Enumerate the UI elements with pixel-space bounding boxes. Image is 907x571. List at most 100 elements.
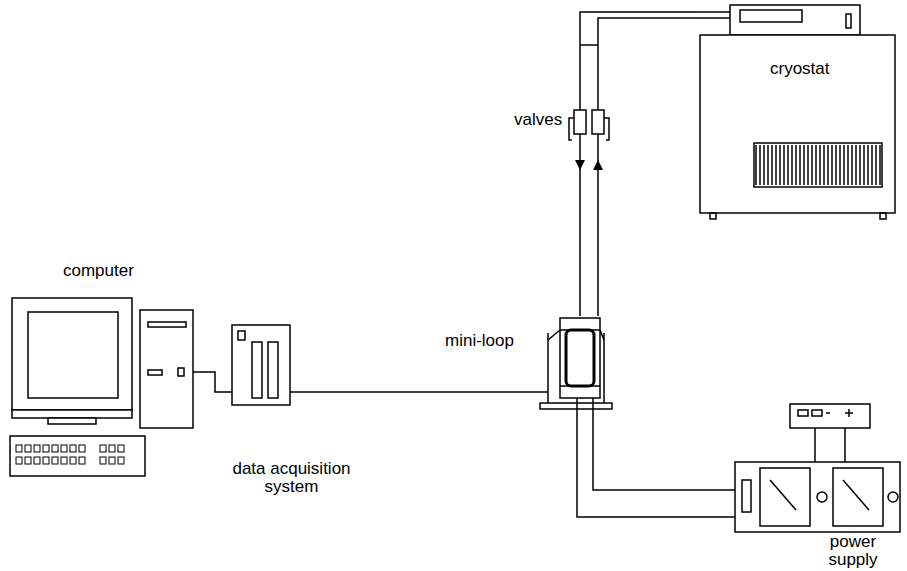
- drawing-stroke: [742, 480, 751, 512]
- drawing-stroke: [10, 436, 145, 476]
- drawing-stroke: [79, 457, 85, 464]
- drawing-stroke: [574, 110, 586, 134]
- drawing-stroke: [16, 445, 22, 452]
- drawing-stroke: [140, 310, 193, 428]
- drawing-stroke: [700, 35, 895, 213]
- node-label: data acquisition system: [224, 460, 359, 496]
- drawing-stroke: [252, 342, 262, 398]
- connector-path: [598, 18, 700, 316]
- drawing-stroke: [803, 145, 805, 185]
- drawing-stroke: [831, 145, 833, 185]
- drawing-stroke: [70, 457, 76, 464]
- drawing-stroke: [843, 145, 845, 185]
- drawing-stroke: [817, 492, 827, 502]
- drawing-stroke: [560, 385, 600, 387]
- node-label: power supply: [811, 533, 895, 569]
- drawing-stroke: [798, 410, 808, 416]
- drawing-stroke: [787, 145, 789, 185]
- drawing-stroke: [759, 145, 761, 185]
- drawing-stroke: [754, 143, 882, 187]
- drawing-stroke: [268, 342, 278, 398]
- connector-path: [593, 412, 733, 490]
- cryostat-unit: [700, 5, 895, 219]
- drawing-stroke: [799, 145, 801, 185]
- drawing-stroke: [100, 457, 106, 464]
- drawing-stroke: [755, 145, 757, 185]
- drawing-stroke: [52, 457, 58, 464]
- drawing-stroke: [560, 329, 600, 331]
- connector-line: [577, 412, 733, 517]
- drawing-stroke: [826, 412, 830, 414]
- drawing-stroke: [730, 5, 860, 35]
- drawing-stroke: [763, 145, 765, 185]
- drawing-stroke: [109, 457, 115, 464]
- power-supply-node: power supply: [733, 400, 903, 571]
- drawing-stroke: [815, 145, 817, 185]
- drawing-stroke: [879, 145, 881, 185]
- drawing-stroke: [847, 145, 849, 185]
- drawing-stroke: [846, 14, 851, 28]
- drawing-stroke: [440, 391, 548, 393]
- drawing-stroke: [740, 10, 802, 22]
- drawing-stroke: [827, 145, 829, 185]
- drawing-stroke: [12, 298, 132, 410]
- valve-symbol: [569, 110, 609, 140]
- drawing-stroke: [823, 145, 825, 185]
- drawing-stroke: [791, 145, 793, 185]
- drawing-stroke: [569, 118, 574, 140]
- drawing-stroke: [238, 331, 245, 340]
- drawing-stroke: [859, 145, 861, 185]
- computer-monitor: [12, 298, 132, 424]
- drawing-stroke: [79, 445, 85, 452]
- drawing-stroke: [807, 145, 809, 185]
- drawing-stroke: [779, 145, 781, 185]
- connector-line: [593, 412, 733, 490]
- drawing-stroke: [814, 428, 816, 462]
- drawing-stroke: [61, 445, 67, 452]
- keyboard: [10, 436, 145, 476]
- mini-loop-node: mini-loop: [440, 316, 615, 412]
- drawing-stroke: [863, 145, 865, 185]
- drawing-stroke: [880, 213, 886, 219]
- drawing-stroke: [61, 457, 67, 464]
- flow-arrowhead: [575, 160, 585, 170]
- drawing-stroke: [604, 118, 609, 140]
- drawing-stroke: [835, 145, 837, 185]
- drawing-stroke: [566, 330, 594, 386]
- drawing-stroke: [848, 409, 850, 417]
- drawing-stroke: [109, 445, 115, 452]
- daq-node: data acquisition system: [224, 322, 359, 512]
- computer-node: computer: [8, 262, 200, 477]
- drawing-stroke: [232, 325, 290, 405]
- drawing-stroke: [767, 145, 769, 185]
- drawing-stroke: [16, 457, 22, 464]
- drawing-stroke: [12, 410, 132, 418]
- connector-line: [575, 12, 700, 316]
- node-label: computer: [63, 262, 163, 280]
- drawing-stroke: [770, 480, 796, 510]
- drawing-stroke: [290, 391, 359, 393]
- part-label: valves: [514, 111, 562, 129]
- drawing-stroke: [775, 145, 777, 185]
- drawing-stroke: [540, 403, 612, 409]
- drawing-stroke: [178, 368, 184, 376]
- drawing-stroke: [867, 145, 869, 185]
- connector-line: [593, 18, 700, 316]
- connector-path: [200, 372, 224, 392]
- drawing-stroke: [819, 145, 821, 185]
- drawing-stroke: [812, 410, 822, 416]
- drawing-stroke: [43, 445, 49, 452]
- drawing-stroke: [25, 445, 31, 452]
- drawing-stroke: [700, 17, 730, 19]
- drawing-stroke: [795, 145, 797, 185]
- drawing-stroke: [224, 391, 232, 393]
- drawing-stroke: [193, 371, 200, 373]
- drawing-stroke: [560, 318, 600, 398]
- drawing-stroke: [118, 457, 124, 464]
- node-label: mini-loop: [445, 332, 540, 350]
- drawing-stroke: [580, 44, 598, 46]
- drawing-stroke: [833, 468, 883, 526]
- drawing-stroke: [839, 145, 841, 185]
- connector-path: [359, 391, 440, 393]
